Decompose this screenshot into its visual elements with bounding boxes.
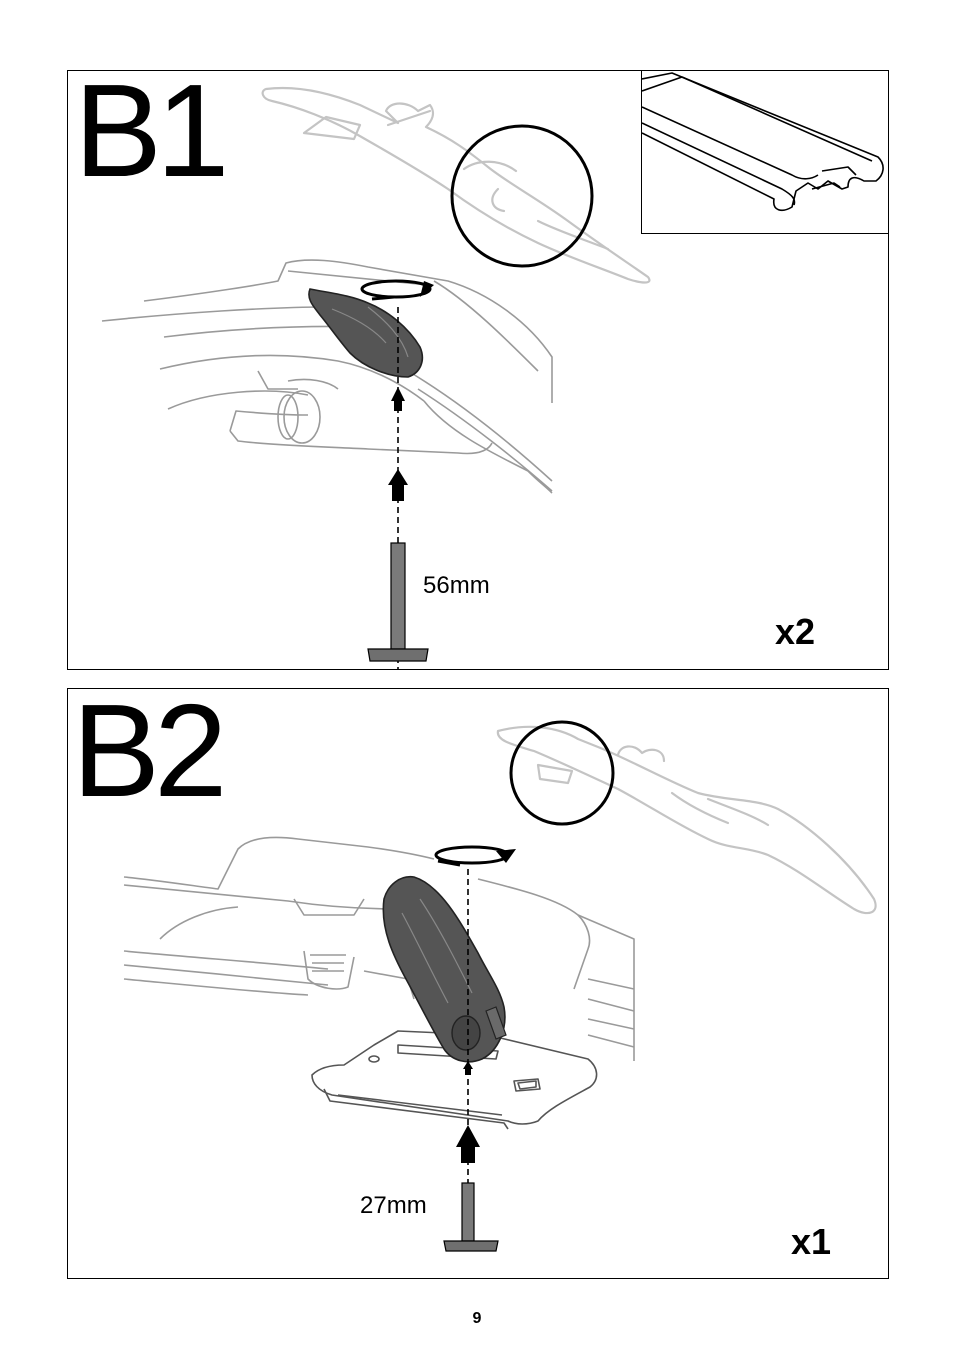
- b1-rotation-arrow: [362, 281, 434, 299]
- quantity-label: x2: [775, 614, 815, 650]
- b2-foot-illustration: [124, 837, 634, 1061]
- quantity-label: x1: [791, 1224, 831, 1260]
- step-b2-panel: B2 27mm x1: [67, 688, 889, 1279]
- bolt-length-label: 27mm: [360, 1194, 427, 1218]
- bar-profile-illustration: [642, 71, 889, 233]
- step-b1-panel: B1 56mm x2: [67, 70, 889, 670]
- b2-hand-illustration: [498, 727, 876, 913]
- step-label: B2: [72, 688, 221, 817]
- bar-profile-inset: [641, 71, 889, 234]
- page-number: 9: [0, 1310, 954, 1328]
- b1-bolt: [368, 543, 428, 661]
- bolt-length-label: 56mm: [423, 574, 490, 598]
- b2-zoom-circle: [511, 722, 613, 824]
- b1-knob-part: [309, 289, 422, 377]
- b2-bolt: [444, 1183, 498, 1251]
- b1-up-arrows: [388, 387, 408, 501]
- b2-knob-part: [383, 877, 506, 1062]
- step-label: B1: [74, 70, 223, 197]
- b1-zoom-circle: [452, 126, 592, 266]
- b2-rotation-arrow: [436, 847, 516, 865]
